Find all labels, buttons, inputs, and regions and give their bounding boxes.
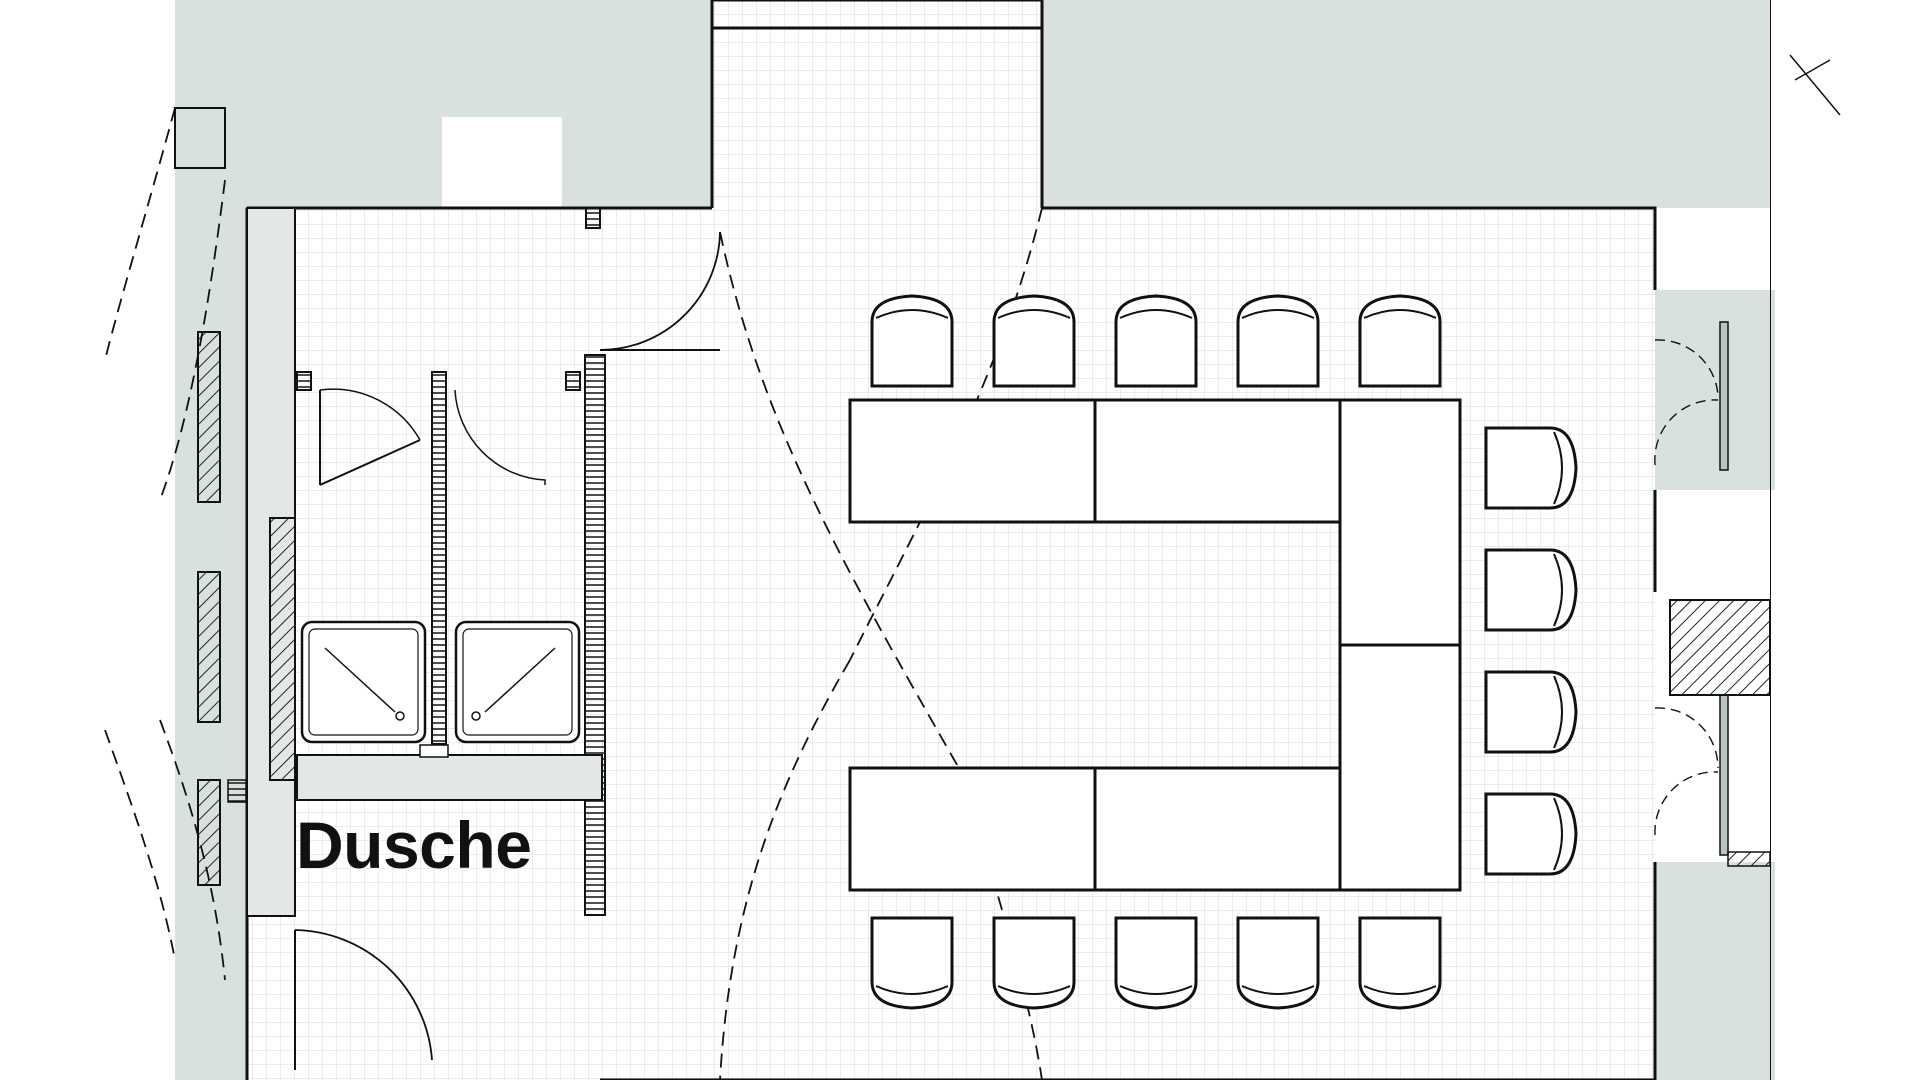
chair bbox=[1484, 792, 1578, 876]
chair bbox=[1236, 294, 1320, 388]
chair bbox=[1484, 426, 1578, 510]
chair bbox=[1358, 916, 1442, 1010]
chair bbox=[1484, 670, 1578, 754]
table bbox=[848, 398, 1097, 524]
chair bbox=[870, 916, 954, 1010]
north-wall-right bbox=[1042, 206, 1657, 290]
chair bbox=[1484, 548, 1578, 632]
shower-block bbox=[227, 207, 721, 1070]
east-facade-doors bbox=[1654, 54, 1841, 867]
table bbox=[1338, 398, 1462, 647]
chair bbox=[1236, 916, 1320, 1010]
room-label-shower: Dusche bbox=[296, 808, 532, 882]
chair bbox=[1114, 294, 1198, 388]
shower-tray-right bbox=[454, 620, 581, 744]
west-facade bbox=[104, 107, 296, 981]
chair bbox=[992, 294, 1076, 388]
chairs bbox=[870, 294, 1578, 1010]
chair bbox=[870, 294, 954, 388]
table bbox=[1338, 643, 1462, 892]
table bbox=[848, 766, 1097, 892]
conference-tables bbox=[848, 398, 1462, 892]
shower-tray-left bbox=[300, 620, 427, 744]
chair bbox=[1358, 294, 1442, 388]
chair bbox=[992, 916, 1076, 1010]
table bbox=[1093, 766, 1342, 892]
chair bbox=[1114, 916, 1198, 1010]
table bbox=[1093, 398, 1342, 524]
corridor-top-box bbox=[710, 0, 1044, 30]
